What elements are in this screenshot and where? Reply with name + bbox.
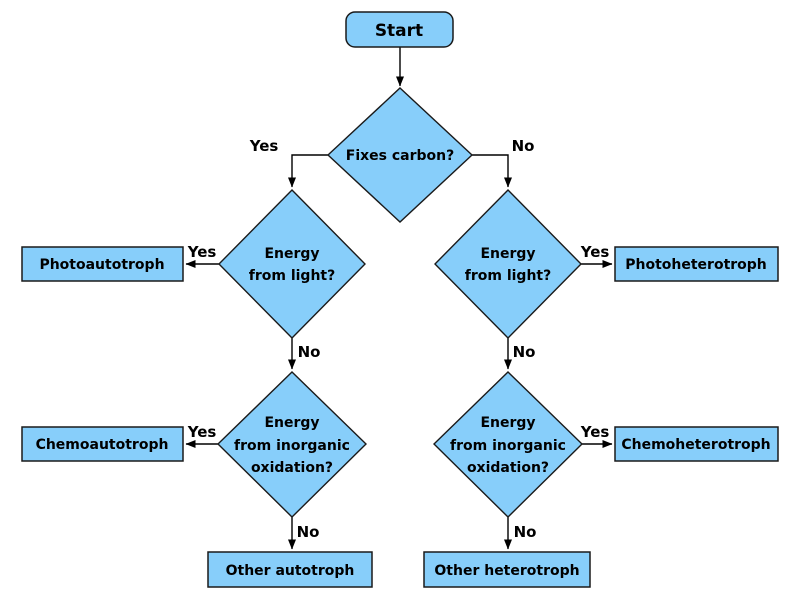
energy-light-left-line1: Energy xyxy=(264,246,319,262)
node-result-chemoautotroph: Chemoautotroph xyxy=(21,426,184,462)
node-result-photoheterotroph: Photoheterotroph xyxy=(614,246,779,282)
photoheterotroph-label: Photoheterotroph xyxy=(625,257,767,273)
photoautotroph-box xyxy=(21,246,184,282)
edge-label-inorganic-right-no: No xyxy=(514,523,537,541)
edge-label-fixes-yes: Yes xyxy=(249,137,279,155)
other-autotroph-label: Other autotroph xyxy=(226,563,355,579)
energy-light-left-diamond xyxy=(218,189,366,339)
node-start: Start xyxy=(345,11,454,48)
edge-label-inorganic-left-yes: Yes xyxy=(187,423,217,441)
node-result-other-heterotroph: Other heterotroph xyxy=(423,551,591,588)
edge-labels: Yes No Yes No Yes No Yes No Yes No xyxy=(187,137,610,541)
energy-inorganic-right-line3: oxidation? xyxy=(467,460,549,476)
node-decision-energy-inorganic-left: Energy from inorganic oxidation? xyxy=(216,371,368,518)
edge-fixes-carbon-yes xyxy=(288,154,328,188)
edge-label-inorganic-right-yes: Yes xyxy=(580,423,610,441)
fixes-carbon-label: Fixes carbon? xyxy=(346,148,454,164)
energy-inorganic-left-line2: from inorganic xyxy=(234,438,350,454)
chemoheterotroph-label: Chemoheterotroph xyxy=(621,437,770,453)
edge-label-light-left-no: No xyxy=(298,343,321,361)
node-result-photoautotroph: Photoautotroph xyxy=(21,246,184,282)
edge-label-inorganic-left-no: No xyxy=(297,523,320,541)
energy-light-left-line2: from light? xyxy=(249,268,335,284)
edge-fixes-carbon-no xyxy=(472,154,512,188)
other-heterotroph-box xyxy=(423,551,591,588)
node-decision-energy-light-right: Energy from light? xyxy=(434,189,582,339)
energy-inorganic-right-line1: Energy xyxy=(480,415,535,431)
node-result-chemoheterotroph: Chemoheterotroph xyxy=(614,426,779,462)
energy-light-right-diamond xyxy=(434,189,582,339)
energy-light-right-line1: Energy xyxy=(480,246,535,262)
start-shape xyxy=(345,11,454,48)
energy-inorganic-left-line3: oxidation? xyxy=(251,460,333,476)
photoautotroph-label: Photoautotroph xyxy=(39,257,164,273)
edge-label-fixes-no: No xyxy=(512,137,535,155)
edges xyxy=(185,47,613,550)
edge-label-light-left-yes: Yes xyxy=(187,243,217,261)
energy-inorganic-left-line1: Energy xyxy=(264,415,319,431)
edge-label-light-right-no: No xyxy=(513,343,536,361)
node-decision-fixes-carbon: Fixes carbon? xyxy=(326,87,474,223)
chemoautotroph-box xyxy=(21,426,184,462)
other-heterotroph-label: Other heterotroph xyxy=(434,563,579,579)
chemoheterotroph-box xyxy=(614,426,779,462)
start-label: Start xyxy=(375,21,423,41)
energy-inorganic-right-diamond xyxy=(432,371,584,518)
chemoautotroph-label: Chemoautotroph xyxy=(36,437,169,453)
energy-light-right-line2: from light? xyxy=(465,268,551,284)
energy-inorganic-right-line2: from inorganic xyxy=(450,438,566,454)
fixes-carbon-diamond xyxy=(326,87,474,223)
photoheterotroph-box xyxy=(614,246,779,282)
node-decision-energy-inorganic-right: Energy from inorganic oxidation? xyxy=(432,371,584,518)
node-decision-energy-light-left: Energy from light? xyxy=(218,189,366,339)
edge-label-light-right-yes: Yes xyxy=(580,243,610,261)
node-result-other-autotroph: Other autotroph xyxy=(207,551,373,588)
other-autotroph-box xyxy=(207,551,373,588)
energy-inorganic-left-diamond xyxy=(216,371,368,518)
